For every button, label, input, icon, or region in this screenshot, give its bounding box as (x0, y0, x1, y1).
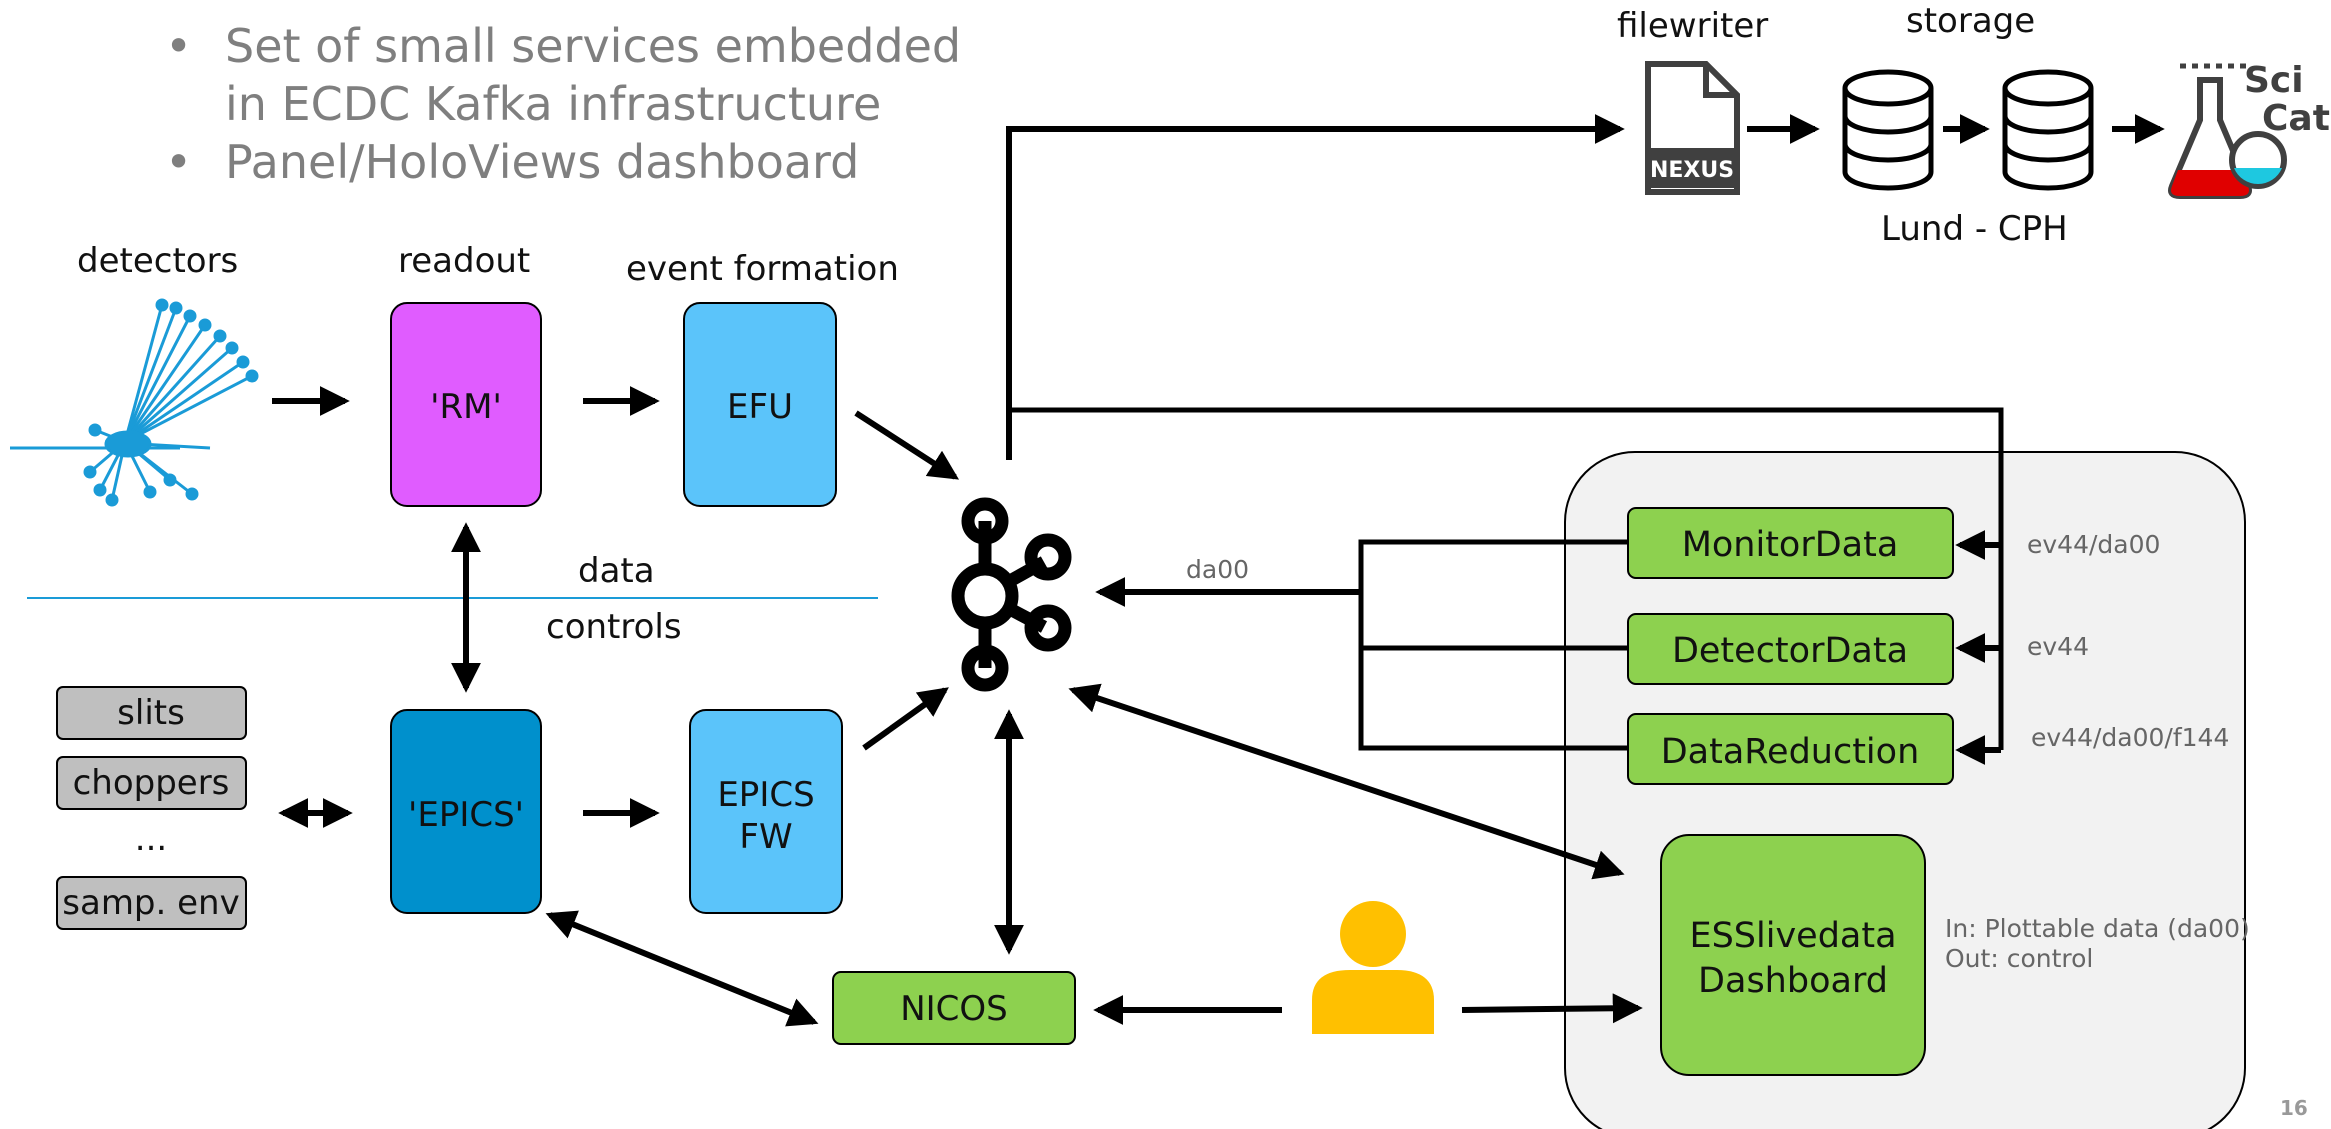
page-number: 16 (2280, 1096, 2308, 1120)
topic-reduction: ev44/da00/f144 (2031, 723, 2229, 752)
database-icon-lund (1842, 69, 1934, 191)
detector-data-label: DetectorData (1672, 631, 1908, 671)
arrow-user-dashboard (1461, 993, 1643, 1024)
bullet-list: • Set of small services embedded in ECDC… (165, 19, 961, 189)
scicat-logo-text-1: Sci (2244, 60, 2304, 101)
lund-cph-label: Lund - CPH (1881, 209, 2068, 249)
dashboard-label-2: Dashboard (1698, 961, 1888, 1001)
samp-env-box: samp. env (56, 876, 247, 930)
data-label: data (578, 551, 655, 591)
bullet-marker: • (165, 135, 192, 189)
choppers-label: choppers (73, 763, 230, 803)
choppers-box: choppers (56, 756, 247, 810)
controls-label: controls (546, 607, 682, 647)
samp-env-label: samp. env (62, 883, 239, 923)
detector-icon (10, 298, 259, 507)
arrow-kafka-dashboard (1068, 683, 1625, 880)
event-formation-label: event formation (626, 249, 899, 289)
bullet-marker: • (165, 19, 192, 73)
database-icon-cph (2002, 69, 2094, 191)
efu-label: EFU (727, 387, 793, 427)
slits-box: slits (56, 686, 247, 740)
arrow-epicsfw-kafka (862, 687, 949, 751)
dashboard-input-label: In: Plottable data (da00) (1945, 914, 2250, 943)
epics-fw-box: EPICS FW (689, 709, 843, 914)
arrow-efu-kafka (854, 410, 960, 480)
filewriter-label: filewriter (1617, 6, 1768, 46)
da00-label: da00 (1186, 555, 1249, 584)
epics-box: 'EPICS' (390, 709, 542, 914)
storage-label: storage (1906, 1, 2035, 41)
collector-bracket (1358, 539, 1630, 751)
monitor-data-label: MonitorData (1682, 525, 1899, 565)
data-reduction-box: DataReduction (1627, 713, 1954, 785)
epics-label: 'EPICS' (408, 795, 524, 835)
topic-monitor: ev44/da00 (2027, 530, 2160, 559)
nexus-logo-text: NEXUS (1650, 158, 1734, 183)
scicat-logo: Sci Cat (2168, 60, 2330, 199)
bus-kafka-services (1009, 407, 2004, 750)
epics-fw-label-1: EPICS (717, 775, 814, 815)
nicos-label: NICOS (900, 989, 1008, 1029)
bullet-text-1: Set of small services embedded (225, 19, 961, 73)
detectors-label: detectors (77, 241, 238, 281)
dashboard-label-1: ESSlivedata (1689, 916, 1896, 956)
scicat-logo-text-2: Cat (2262, 98, 2330, 139)
readout-label: readout (398, 241, 530, 281)
ellipsis-label: ... (135, 819, 167, 859)
topic-detector: ev44 (2027, 632, 2089, 661)
rm-box: 'RM' (390, 302, 542, 507)
nexus-file-icon: NEXUS (1645, 61, 1740, 195)
data-reduction-label: DataReduction (1661, 732, 1920, 772)
arrow-epics-nicos (545, 910, 819, 1027)
bullet-text-1-cont: in ECDC Kafka infrastructure (225, 77, 881, 131)
epics-fw-label-2: FW (739, 817, 792, 857)
efu-box: EFU (683, 302, 837, 507)
rm-label: 'RM' (430, 387, 502, 427)
bullet-text-2: Panel/HoloViews dashboard (225, 135, 859, 189)
slits-label: slits (117, 693, 185, 733)
dashboard-output-label: Out: control (1945, 944, 2093, 973)
dashboard-box: ESSlivedata Dashboard (1660, 834, 1926, 1076)
nicos-box: NICOS (832, 971, 1076, 1045)
user-icon (1312, 901, 1434, 1034)
arrow-kafka-filewriter (1006, 114, 1625, 460)
kafka-icon (951, 497, 1072, 692)
detector-data-box: DetectorData (1627, 613, 1954, 685)
monitor-data-box: MonitorData (1627, 507, 1954, 579)
